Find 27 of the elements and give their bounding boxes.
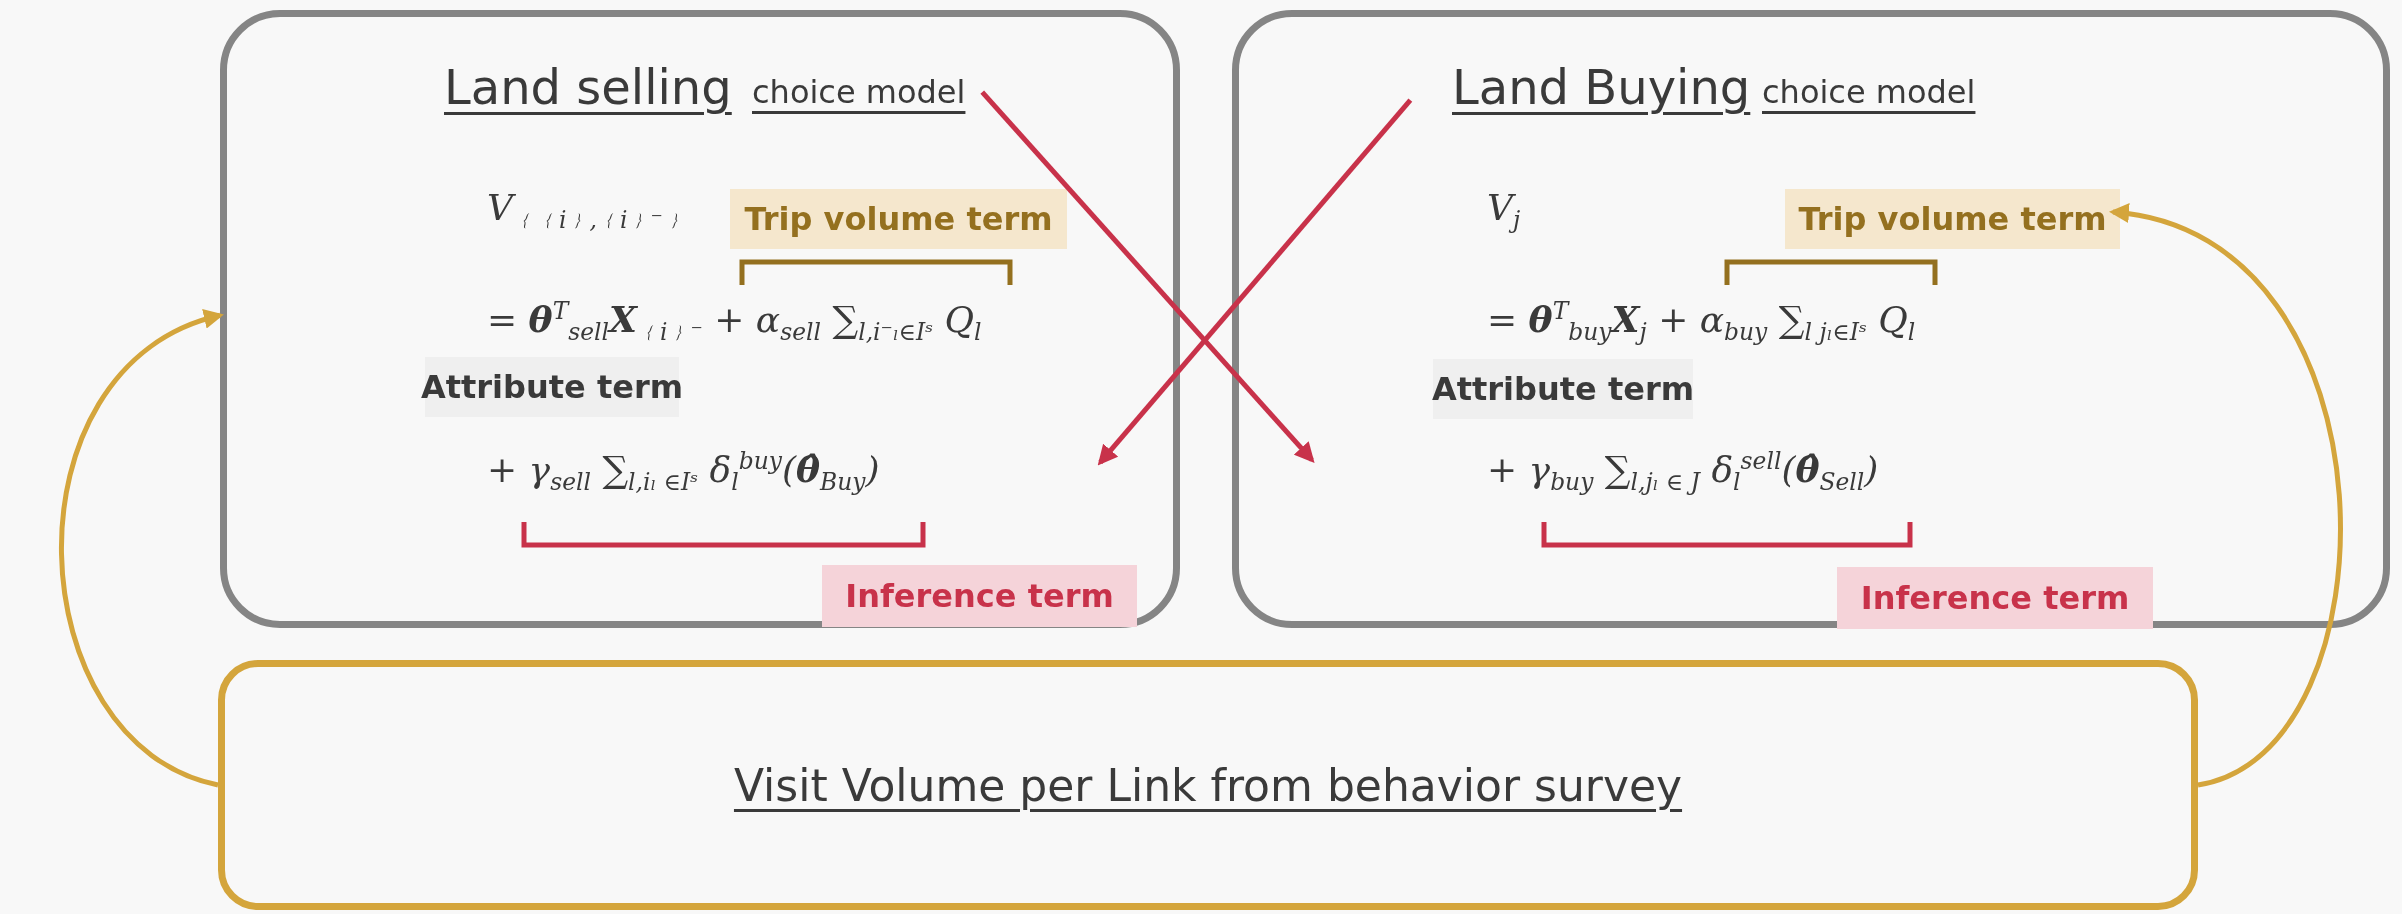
formula: + γ$_{buy}$ ∑$_{l,jₗ ∈ J}$ δ$_{l}$$^{sell}$(θ̂$_{Sell}$) [1487,447,1879,497]
term-tag [1837,567,2153,629]
box-title: Visit Volume per Link from behavior survey [733,759,1683,811]
term-label: Attribute term [1431,370,1695,408]
term-label: Inference term [1860,579,2130,617]
term-tag [822,565,1137,627]
term-label: Trip volume term [744,200,1053,238]
model-title: Land selling [444,59,732,115]
formula: = θ$^{T}$$_{sell}$X$_{﹛i﹜⁻}$ + α$_{sell}$ ∑$_{l,i⁻ₗ∈Iˢ}$ Q$_{l}$ [487,297,982,349]
formula: + γ$_{sell}$ ∑$_{l,iₗ ∈Iˢ}$ δ$_{l}$$^{buy}$(θ̂$_{Buy}$) [487,447,880,497]
term-label: Inference term [845,577,1114,615]
arrow [1097,98,1413,466]
model-subtitle: choice model [752,73,966,111]
model-title: Land Buying [1452,59,1751,115]
arrow [980,90,1315,463]
term-tag [730,189,1067,249]
arrow [2109,205,2342,788]
model-box [1232,10,2390,628]
formula: V$_{﹛﹛i﹜,﹛i﹜⁻﹜}$ [487,187,686,237]
term-label: Trip volume term [1798,200,2107,238]
data-box [218,660,2198,910]
formula: V$_{j}$ [1487,187,1521,235]
term-tag [1785,189,2120,249]
model-box [220,10,1180,628]
model-subtitle: choice model [1762,73,1976,111]
formula: = θ$^{T}$$_{buy}$X$_{j}$ + α$_{buy}$ ∑$_{l jₗ∈Iˢ}$ Q$_{l}$ [1487,297,1916,347]
term-label: Attribute term [420,368,684,406]
